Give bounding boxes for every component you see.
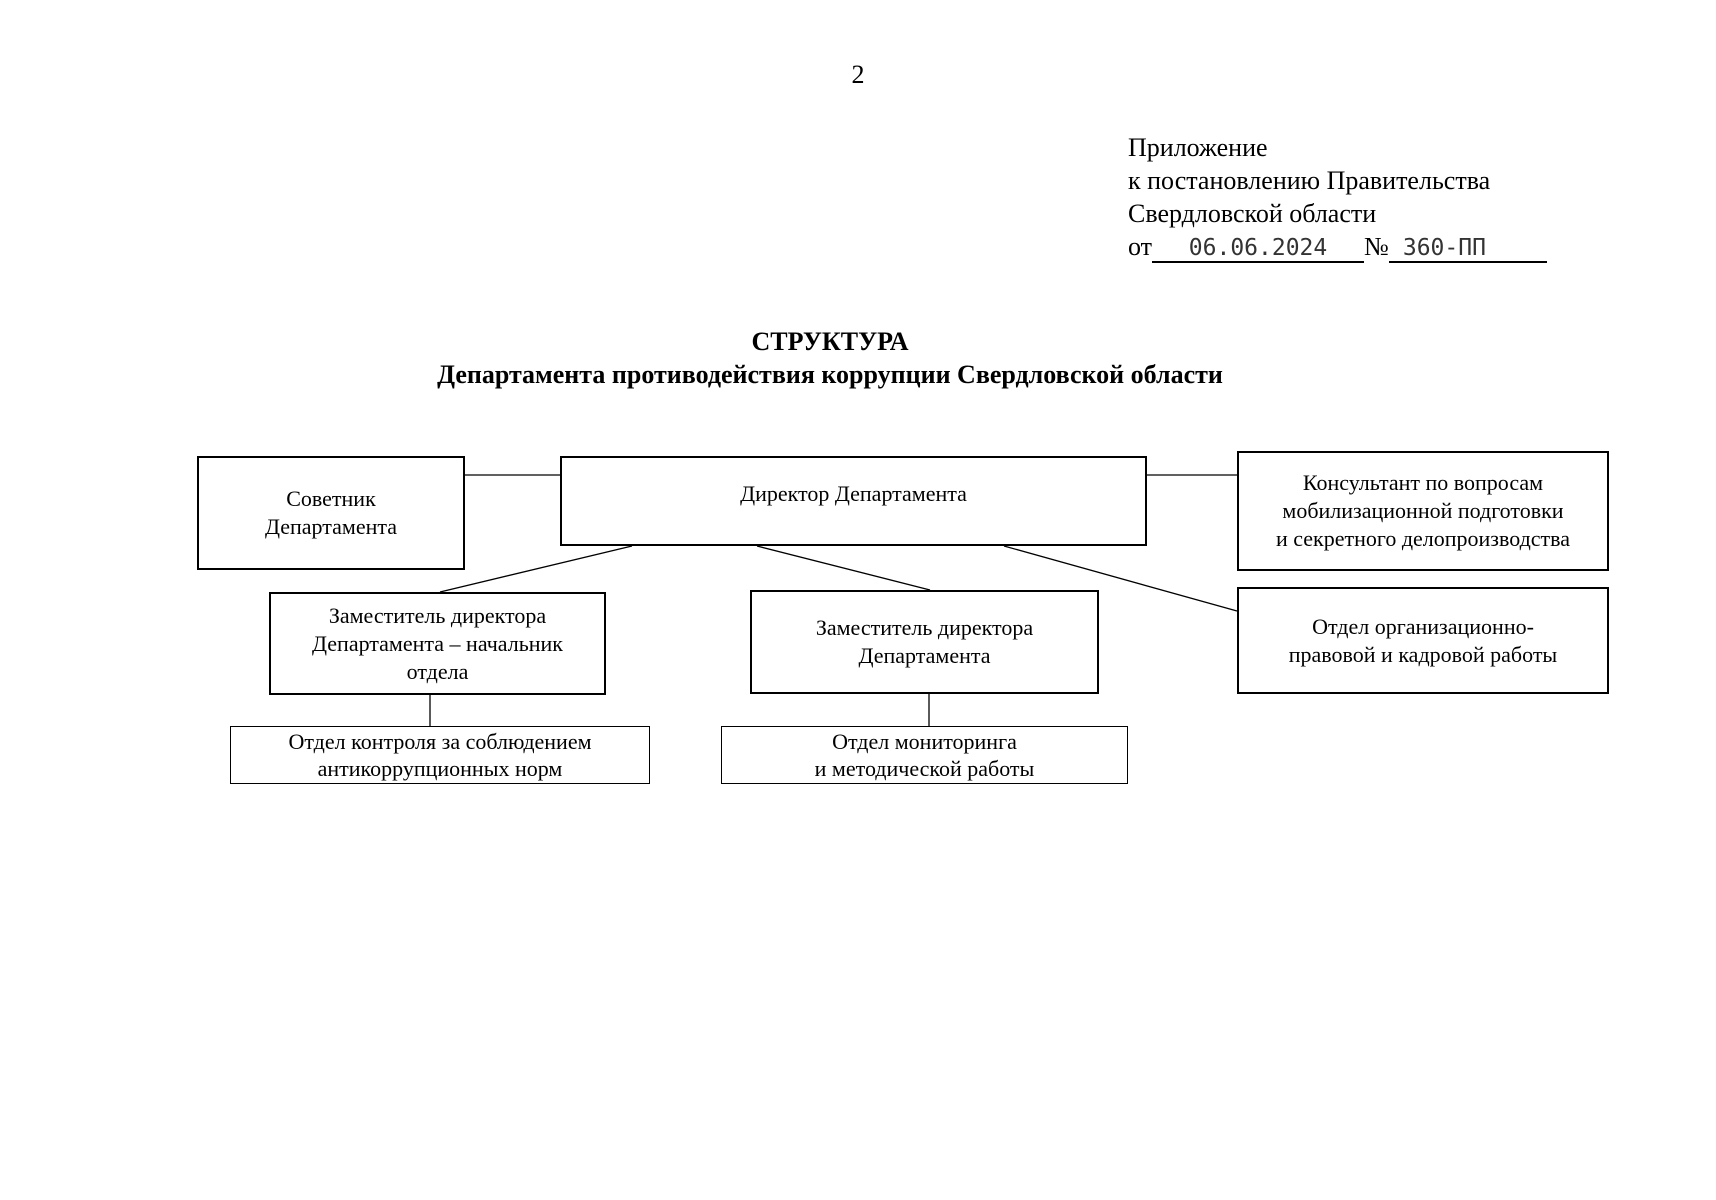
deputy-line: Департамента <box>858 643 991 668</box>
page-number: 2 <box>851 60 865 89</box>
appendix-region: Свердловской области <box>1128 199 1377 228</box>
consultant-line: и секретного делопроизводства <box>1275 526 1571 551</box>
deputy-head-line: Заместитель директора <box>328 602 547 628</box>
org-legal-dept-line: Отдел организационно- <box>1312 613 1534 639</box>
deputy-line: Заместитель директора <box>815 615 1034 640</box>
advisor-line: Советник <box>286 486 376 511</box>
control-dept-line: антикоррупционных норм <box>317 756 563 781</box>
deputy-head-box: Заместитель директора Департамента – нач… <box>269 592 606 695</box>
date-prefix: от <box>1128 232 1153 261</box>
director-box: Директор Департамента <box>560 456 1147 546</box>
document-title: СТРУКТУРА <box>751 327 909 356</box>
document-subtitle: Департамента противодействия коррупции С… <box>437 360 1223 389</box>
org-legal-dept-line: правовой и кадровой работы <box>1288 641 1558 667</box>
number-prefix: № <box>1364 232 1389 261</box>
control-dept-line: Отдел контроля за соблюдением <box>288 729 592 754</box>
appendix-resolution: к постановлению Правительства <box>1128 166 1491 195</box>
monitoring-dept-box: Отдел мониторинга и методической работы <box>721 726 1128 784</box>
resolution-date: 06.06.2024 <box>1152 235 1365 263</box>
deputy-box: Заместитель директора Департамента <box>750 590 1099 694</box>
control-dept-box: Отдел контроля за соблюдением антикорруп… <box>230 726 650 784</box>
appendix-header: Приложение к постановлению Правительства… <box>1128 131 1547 263</box>
advisor-box: Советник Департамента <box>197 456 465 570</box>
consultant-box: Консультант по вопросам мобилизационной … <box>1237 451 1609 571</box>
org-legal-dept-box: Отдел организационно- правовой и кадрово… <box>1237 587 1609 694</box>
connector-director-deputy <box>756 545 931 591</box>
director-label: Директор Департамента <box>740 481 967 506</box>
advisor-line: Департамента <box>264 514 398 539</box>
appendix-label: Приложение <box>1128 133 1268 162</box>
connector-director-deputy-head <box>439 545 633 593</box>
resolution-number: 360-ПП <box>1388 235 1547 263</box>
monitoring-dept-line: и методической работы <box>814 756 1035 781</box>
monitoring-dept-line: Отдел мониторинга <box>832 729 1017 754</box>
deputy-head-line: Департамента – начальник <box>312 630 563 656</box>
connector-director-org-legal <box>1003 545 1238 612</box>
consultant-line: мобилизационной подготовки <box>1282 498 1564 523</box>
consultant-line: Консультант по вопросам <box>1302 470 1544 495</box>
deputy-head-line: отдела <box>406 658 469 684</box>
